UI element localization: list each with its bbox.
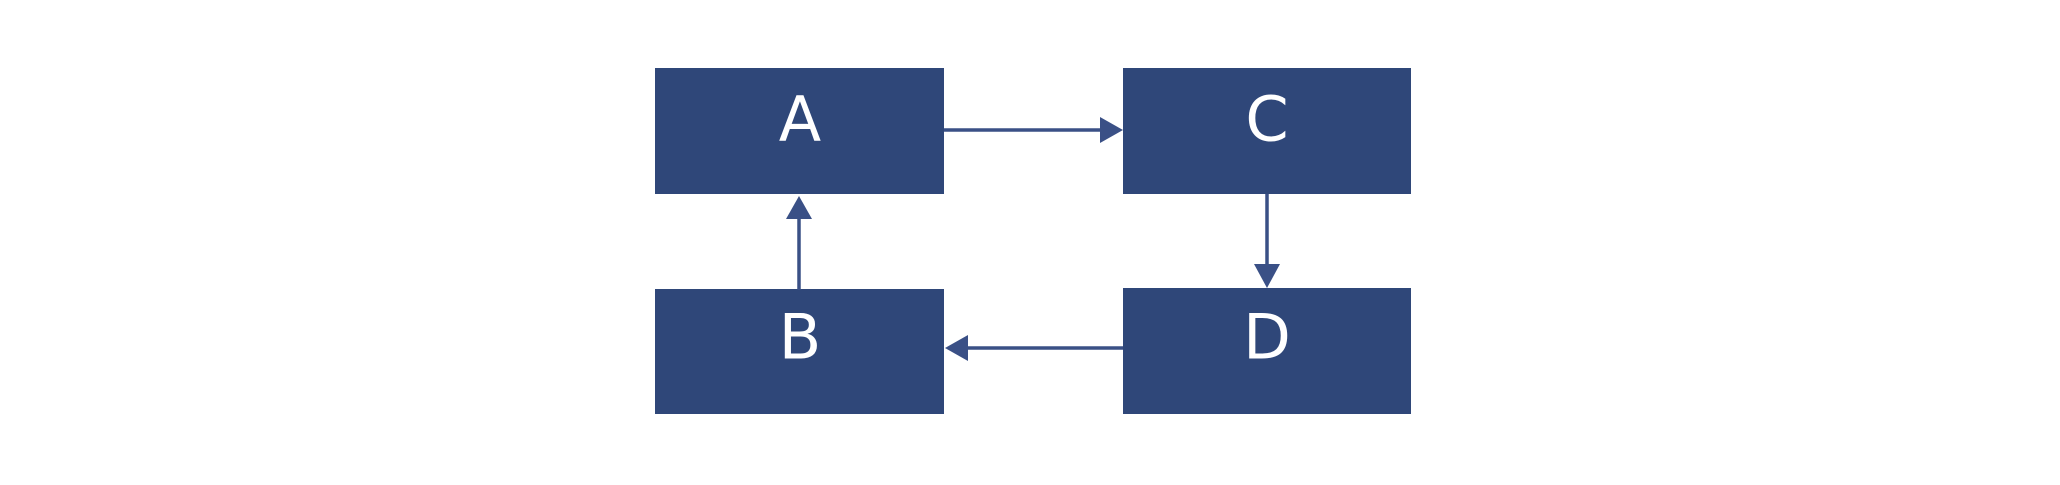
node-C-box [1123, 68, 1411, 194]
node-A-box [655, 68, 944, 194]
node-A-label: A [779, 83, 821, 156]
node-C-label: C [1245, 83, 1288, 156]
node-D: D [1123, 288, 1411, 414]
node-D-label: D [1243, 301, 1291, 374]
edge-A-to-C-arrowhead-icon [1100, 117, 1123, 143]
node-D-box [1123, 288, 1411, 414]
edge-B-to-A-arrowhead-icon [786, 196, 812, 219]
edge-B-to-A [786, 196, 812, 290]
edge-C-to-D [1254, 194, 1280, 288]
node-B: B [655, 289, 944, 414]
edge-D-to-B [945, 335, 1123, 361]
node-A: A [655, 68, 944, 194]
node-B-label: B [779, 301, 822, 374]
edge-C-to-D-arrowhead-icon [1254, 264, 1280, 288]
edge-A-to-C [944, 117, 1123, 143]
node-C: C [1123, 68, 1411, 194]
edge-D-to-B-arrowhead-icon [945, 335, 968, 361]
